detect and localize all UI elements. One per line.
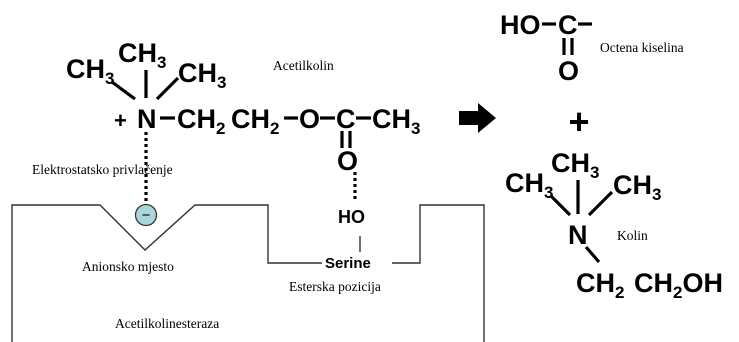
- ach-nitrogen: N: [137, 104, 157, 134]
- electrostatic-label: Elektrostatsko privlačenje: [32, 162, 173, 177]
- ach-carbonyl-oxygen: O: [337, 146, 358, 176]
- acetic-carbon: C: [558, 10, 578, 40]
- serine-hydroxyl: HO: [338, 207, 365, 227]
- choline-nitrogen: N: [568, 220, 588, 250]
- ach-methyl: CH3: [372, 104, 420, 138]
- ach-carbonyl-carbon: C: [336, 104, 356, 134]
- choline-bond-n-ch2: [584, 245, 601, 264]
- ach-bond-n-left: [111, 80, 136, 101]
- choline-ch3-right: CH3: [613, 170, 661, 204]
- acetylcholine-label: Acetilkolin: [273, 58, 334, 73]
- choline-ch2oh: CH2OH: [634, 268, 723, 302]
- acetic-acid-label: Octena kiselina: [600, 40, 684, 55]
- ach-ester-oxygen: O: [299, 104, 320, 134]
- choline-ch3-left: CH3: [505, 168, 553, 202]
- ach-ch2-b: CH2: [231, 104, 279, 138]
- serine-label: Serine: [325, 255, 371, 272]
- enzyme-outline: [11, 204, 485, 342]
- choline-ch3-top: CH3: [551, 148, 599, 182]
- acetic-ho: HO: [500, 10, 541, 40]
- ach-plus-charge: +: [114, 108, 127, 133]
- anionic-site-label: Anionsko mjesto: [82, 259, 174, 274]
- anionic-site-circle: [134, 203, 158, 227]
- ach-ch3-top: CH3: [118, 38, 166, 72]
- choline-bond-n-right: [587, 190, 614, 217]
- ester-site-label: Esterska pozicija: [289, 279, 381, 294]
- enzyme-label: Acetilkolinesteraza: [115, 316, 219, 331]
- reaction-arrow-icon: [459, 103, 496, 133]
- ach-ch3-right: CH3: [178, 58, 226, 92]
- acetic-oxygen: O: [558, 56, 579, 86]
- choline-bond-n-left: [549, 194, 572, 217]
- choline-label: Kolin: [617, 228, 648, 243]
- plus-sign: +: [568, 101, 589, 142]
- ach-ch2-a: CH2: [177, 104, 225, 138]
- anion-charge: −: [142, 207, 151, 224]
- choline-ch2: CH2: [576, 268, 624, 302]
- ach-ch3-left: CH3: [66, 54, 114, 88]
- ach-bond-n-right: [155, 76, 180, 101]
